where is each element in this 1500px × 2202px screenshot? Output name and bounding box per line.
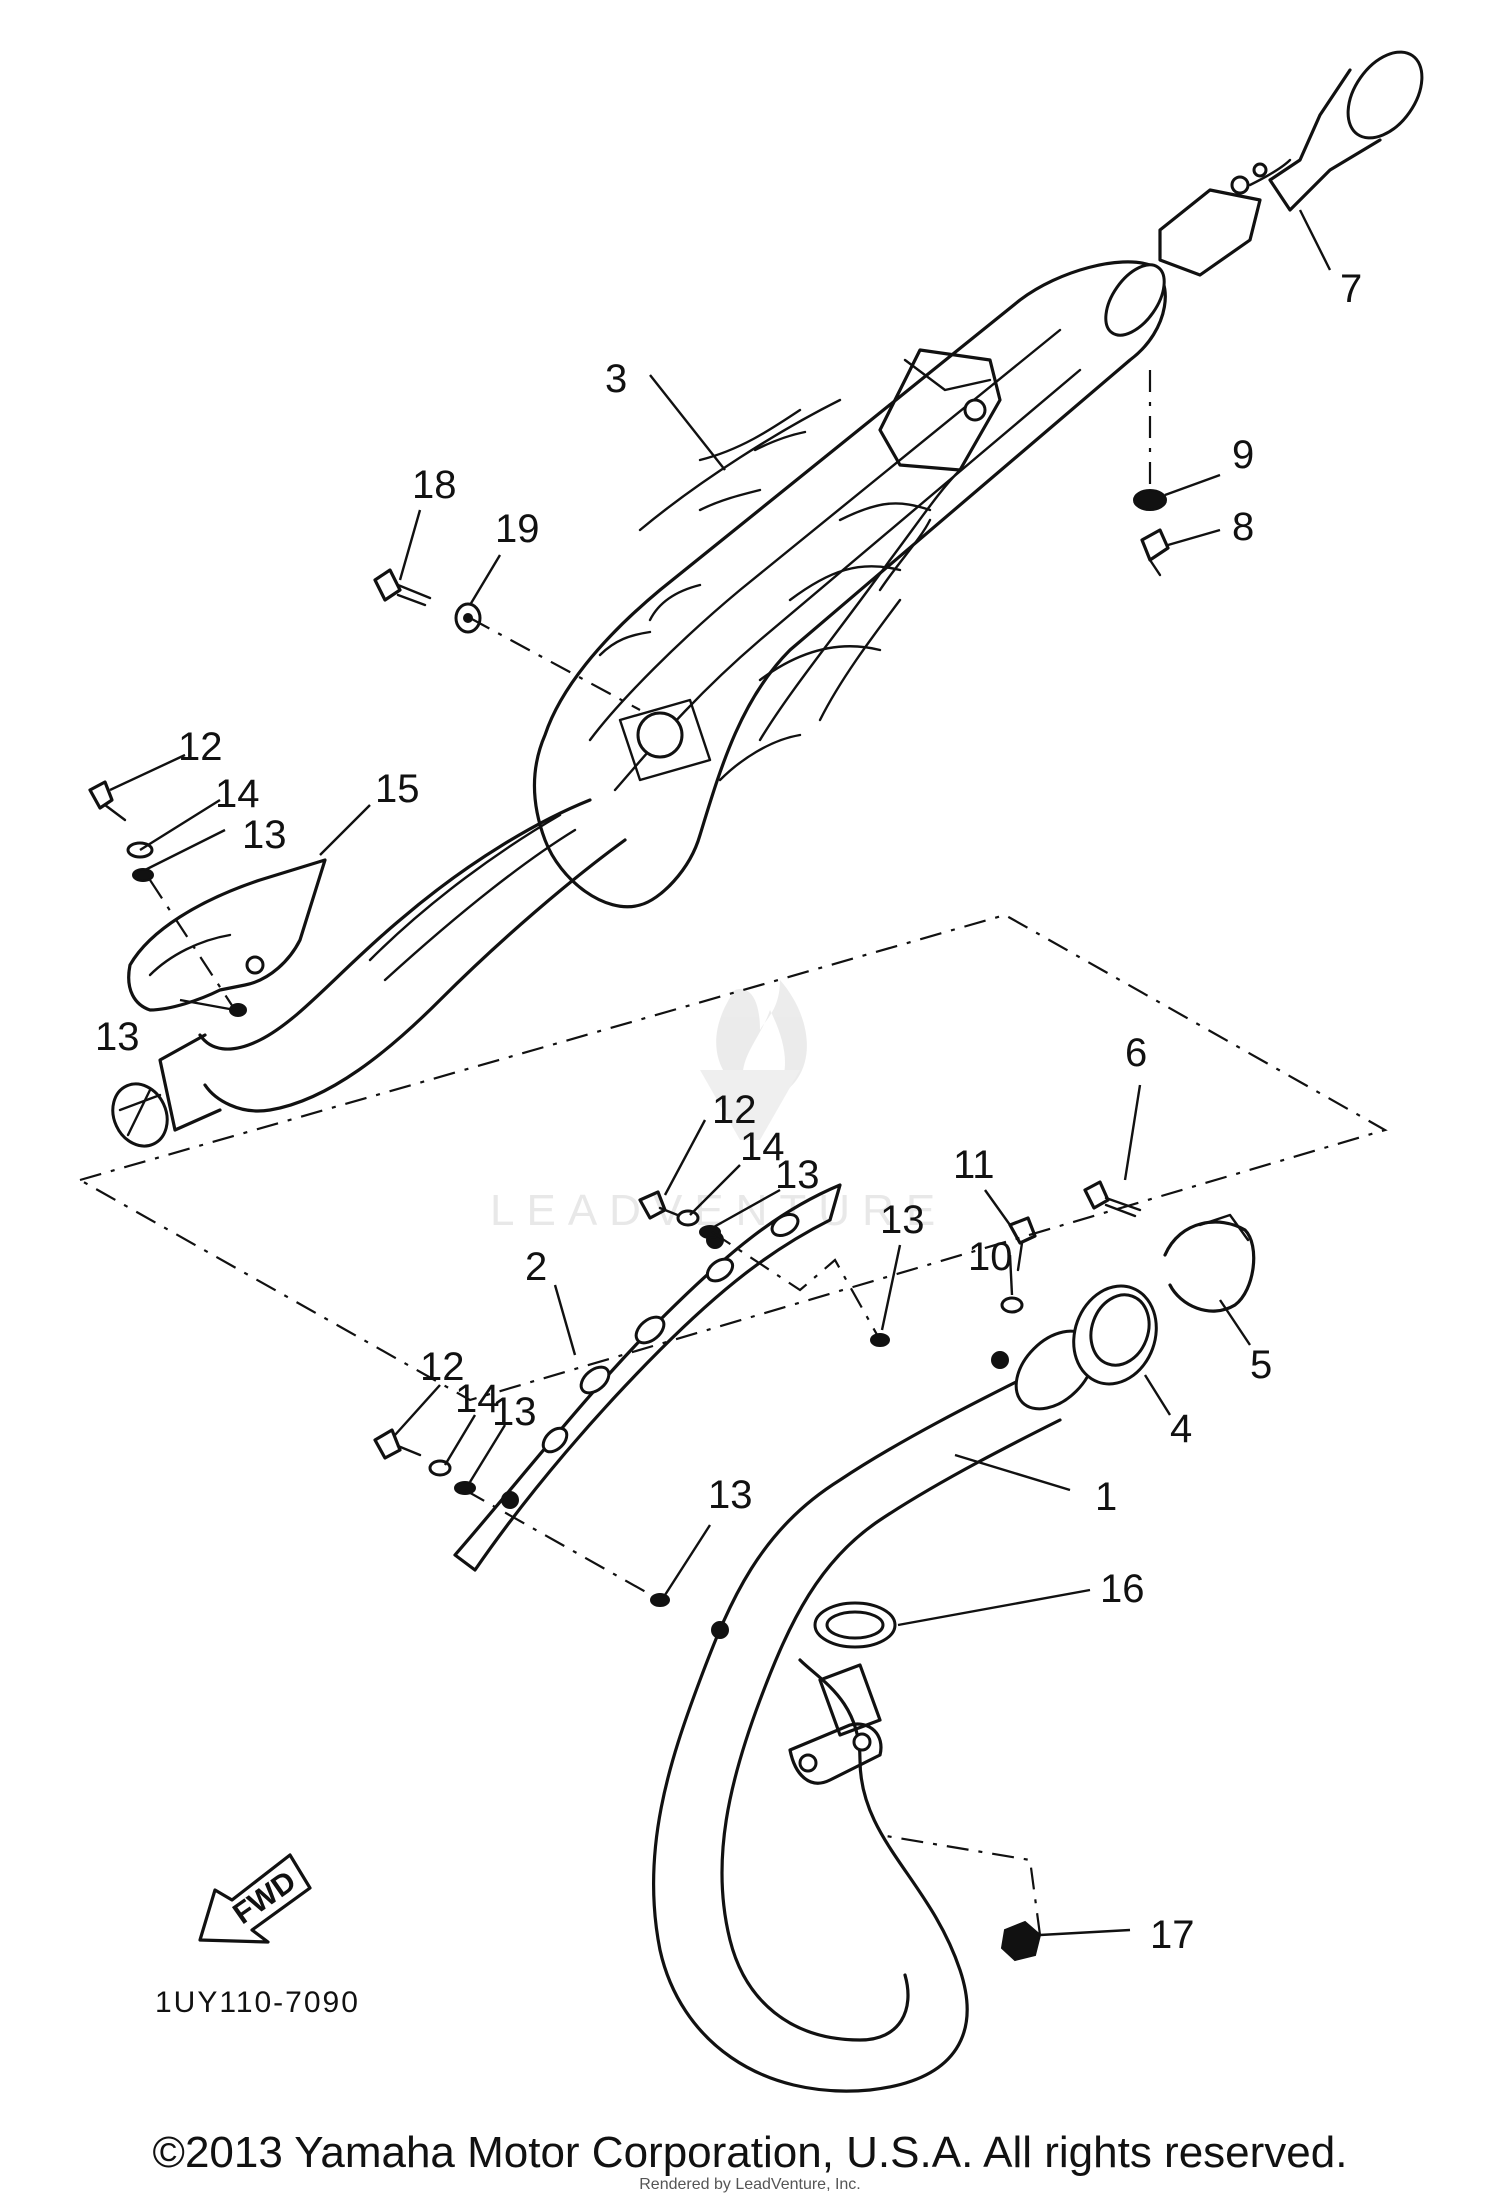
callout-13c: 13	[775, 1153, 820, 1197]
callout-2: 2	[525, 1245, 547, 1289]
exhaust-pipe-assembly	[651, 1329, 1096, 2093]
protector-15	[88, 780, 327, 1017]
assembly-leader-frame	[77, 913, 1388, 1402]
callout-13a: 13	[242, 813, 287, 857]
callout-5: 5	[1250, 1343, 1272, 1387]
callout-7: 7	[1340, 267, 1362, 311]
callout-8: 8	[1232, 505, 1254, 549]
callout-13d: 13	[880, 1198, 925, 1242]
callout-12a: 12	[178, 725, 223, 769]
spark-arrester	[1158, 50, 1424, 277]
callout-labels: 1 2 3 4 5 6 7 8 9 10 11 12 12 12 13 13 1…	[95, 267, 1362, 1957]
callout-16: 16	[1100, 1567, 1145, 1611]
bolt-washer-8-9	[1133, 489, 1170, 577]
leader-lines	[109, 209, 1332, 1937]
copyright-notice: ©2013 Yamaha Motor Corporation, U.S.A. A…	[152, 2128, 1348, 2177]
callout-13b: 13	[95, 1015, 140, 1059]
callout-6: 6	[1125, 1031, 1147, 1075]
dotted-leaders	[149, 370, 1152, 1936]
callout-17: 17	[1150, 1913, 1195, 1957]
callout-1: 1	[1095, 1475, 1117, 1519]
callout-4: 4	[1170, 1407, 1192, 1451]
callout-12b: 12	[712, 1088, 757, 1132]
joint-clamp-parts	[1000, 1180, 1256, 1386]
callout-12c: 12	[420, 1345, 465, 1389]
callout-13f: 13	[708, 1473, 753, 1517]
callout-10: 10	[968, 1235, 1013, 1279]
callout-14c: 14	[455, 1377, 500, 1421]
callout-14a: 14	[215, 772, 260, 816]
callout-3: 3	[605, 357, 627, 401]
bolt-washer-18-19	[373, 568, 482, 634]
silencer-assembly	[111, 260, 1167, 1148]
exhaust-guard-2	[373, 1183, 890, 1607]
callout-9: 9	[1232, 433, 1254, 477]
callout-13e: 13	[492, 1390, 537, 1434]
callout-11: 11	[953, 1143, 995, 1187]
callout-15: 15	[375, 767, 420, 811]
callout-19: 19	[495, 507, 540, 551]
rendered-by-note: Rendered by LeadVenture, Inc.	[639, 2176, 861, 2193]
fwd-arrow-icon: FWD	[198, 1853, 312, 1944]
callout-14b: 14	[740, 1125, 785, 1169]
drawing-code: 1UY110-7090	[155, 1986, 360, 2019]
callout-18: 18	[412, 463, 457, 507]
